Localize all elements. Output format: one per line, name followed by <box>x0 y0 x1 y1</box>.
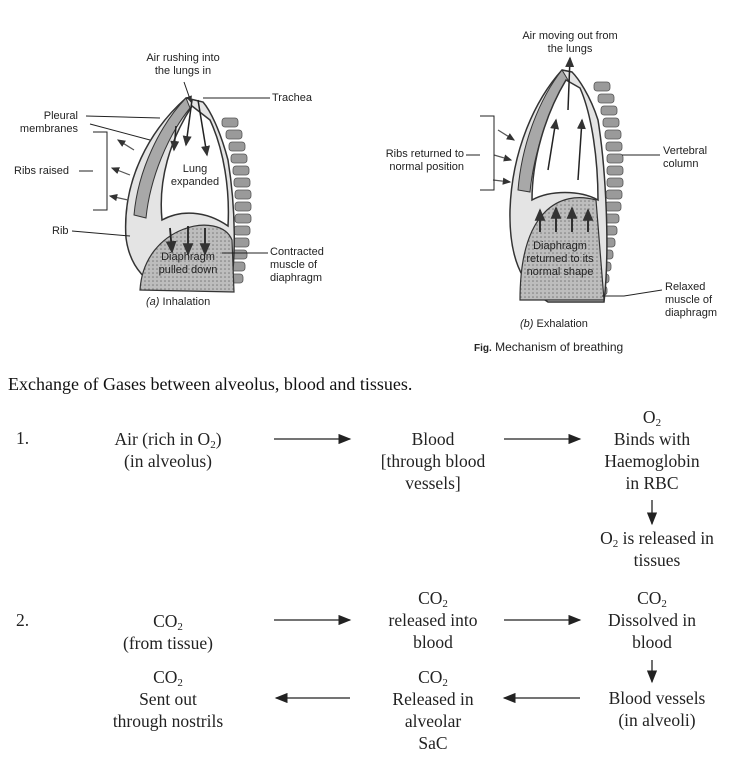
flow1-released-node: O2 is released in tissues <box>600 528 714 570</box>
inhale-air-label: Air rushing into the lungs in <box>146 52 220 77</box>
flow2-alveolar-node: CO2 Released in alveolar SaC <box>392 667 474 753</box>
flow2-number: 2. <box>16 610 30 630</box>
contracted-muscle-label: Contracted muscle of diaphragm <box>270 246 324 284</box>
flow1-number: 1. <box>16 428 30 448</box>
lung-expanded-label: Lung expanded <box>170 163 220 188</box>
ribs-raised-label: Ribs raised <box>14 165 70 177</box>
exhalation-caption: (b) Exhalation <box>520 318 588 330</box>
flow1-blood-node: Blood [through blood vessels] <box>380 429 486 493</box>
inhalation-caption: (a) Inhalation <box>146 296 211 308</box>
flow1-air-node: Air (rich in O2) (in alveolus) <box>114 429 222 471</box>
inhalation-illustration <box>71 81 270 293</box>
flow2-nostrils-node: CO2 Sent out through nostrils <box>112 667 224 731</box>
pleural-membranes-label: Pleural membranes <box>19 110 78 135</box>
diaphragm-returned-label: Diaphragm returned to its normal shape <box>526 240 594 278</box>
section-heading: Exchange of Gases between alveolus, bloo… <box>8 374 413 394</box>
exhalation-illustration <box>466 56 663 303</box>
vertebral-column-label: Vertebral column <box>663 145 708 170</box>
figure-caption: Fig. Mechanism of breathing <box>474 340 624 355</box>
flow2-vessels-node: Blood vessels (in alveoli) <box>608 688 706 730</box>
flow2-dissolved-node: CO2 Dissolved in blood <box>608 588 696 652</box>
trachea-label: Trachea <box>272 92 312 104</box>
flow2-released-blood-node: CO2 released into blood <box>388 588 478 652</box>
relaxed-muscle-label: Relaxed muscle of diaphragm <box>665 281 717 319</box>
flow1-o2-node: O2 Binds with Haemoglobin in RBC <box>604 407 700 493</box>
flow-arrows <box>274 433 658 704</box>
ribs-returned-label: Ribs returned to normal position <box>385 148 464 173</box>
diaphragm-pulled-label: Diaphragm pulled down <box>158 251 218 276</box>
rib-label: Rib <box>52 225 69 237</box>
flow2-co2-tissue-node: CO2 (from tissue) <box>123 611 213 653</box>
exhale-air-label: Air moving out from the lungs <box>522 30 618 55</box>
